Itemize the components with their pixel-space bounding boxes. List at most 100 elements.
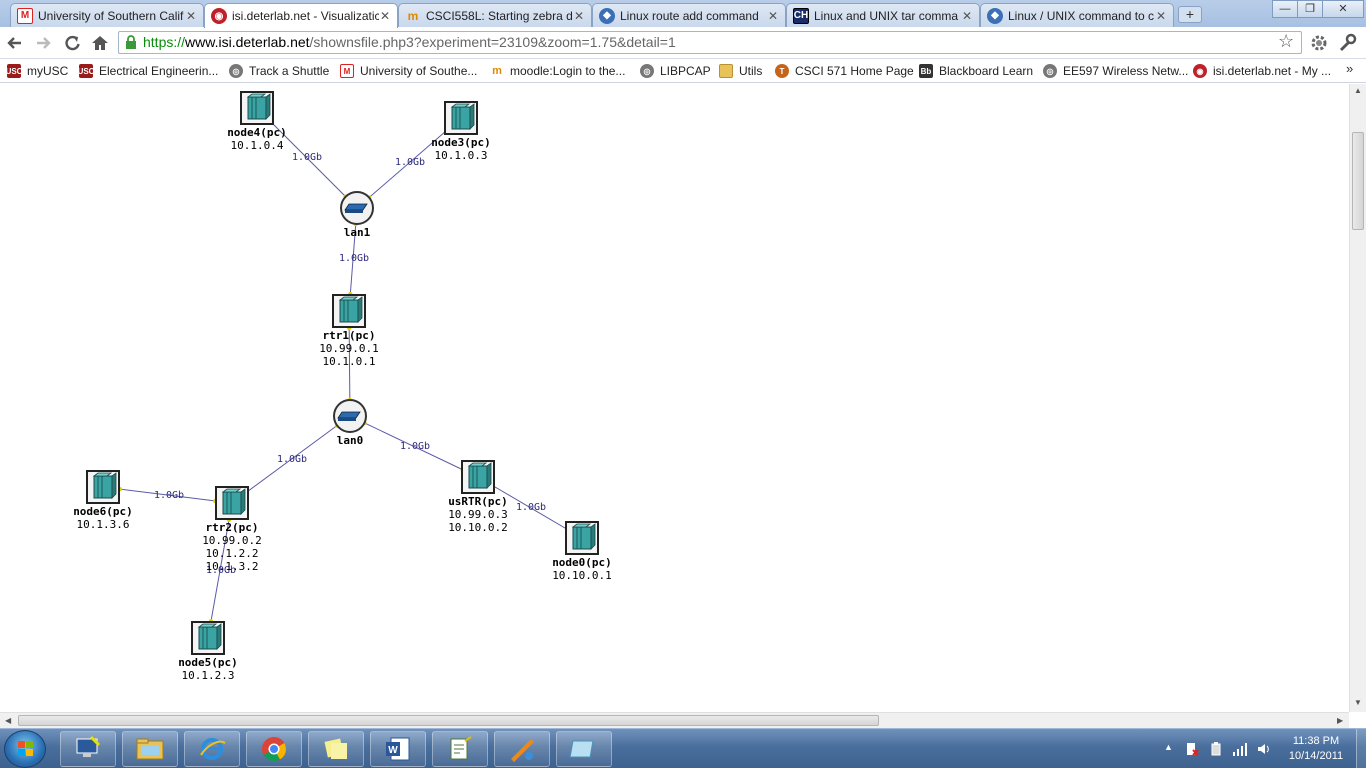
nixcraft-icon: ◆ bbox=[599, 7, 615, 24]
close-window-button[interactable]: ✕ bbox=[1322, 0, 1364, 18]
tab-title: CSCI558L: Starting zebra da bbox=[426, 8, 573, 23]
show-hidden-icons-icon[interactable]: ▲ bbox=[1164, 742, 1173, 752]
globe-icon: ◎ bbox=[1043, 64, 1057, 78]
tab-usc-mail[interactable]: M University of Southern Calif ✕ bbox=[10, 3, 204, 27]
url-path: /shownsfile.php3?experiment=23109&zoom=1… bbox=[309, 34, 676, 50]
scroll-left-icon[interactable]: ◀ bbox=[5, 716, 12, 725]
bookmark-track-shuttle[interactable]: ◎Track a Shuttle bbox=[229, 62, 329, 80]
action-center-icon[interactable] bbox=[1184, 741, 1200, 757]
taskbar-internet-explorer[interactable] bbox=[184, 731, 240, 767]
topology-node-lan0[interactable]: lan0 bbox=[333, 399, 367, 447]
taskbar-file-explorer[interactable] bbox=[122, 731, 178, 767]
lock-icon bbox=[126, 35, 136, 49]
show-desktop-button[interactable] bbox=[1356, 729, 1366, 768]
new-tab-button[interactable]: + bbox=[1178, 6, 1202, 23]
bookmark-label: CSCI 571 Home Page bbox=[795, 64, 914, 78]
link-lan0-usRTR: 1.0Gb bbox=[349, 415, 479, 478]
bookmark-deterlab[interactable]: ◉isi.deterlab.net - My ... bbox=[1193, 62, 1331, 80]
address-bar[interactable]: https://www.isi.deterlab.net/shownsfile.… bbox=[118, 31, 1302, 54]
tab-linux-tar[interactable]: CH Linux and UNIX tar comma ✕ bbox=[786, 3, 980, 27]
topology-node-lan1[interactable]: lan1 bbox=[340, 191, 374, 239]
node-ip-label: 10.10.0.2 bbox=[448, 521, 508, 534]
tab-linux-route-add[interactable]: ◆ Linux route add command ✕ bbox=[592, 3, 786, 27]
taskbar-remote-desktop[interactable] bbox=[60, 731, 116, 767]
tab-csci558l[interactable]: m CSCI558L: Starting zebra da ✕ bbox=[398, 3, 592, 27]
scroll-up-icon[interactable]: ▲ bbox=[1354, 86, 1362, 95]
close-icon[interactable]: ✕ bbox=[1155, 8, 1167, 23]
bookmark-star-icon[interactable]: ☆ bbox=[1278, 31, 1295, 51]
close-icon[interactable]: ✕ bbox=[961, 8, 973, 23]
link-bandwidth-label: 1.0Gb bbox=[395, 157, 425, 168]
reload-button[interactable] bbox=[61, 32, 83, 54]
globe-icon: ◎ bbox=[640, 64, 654, 78]
scroll-right-icon[interactable]: ▶ bbox=[1337, 716, 1344, 725]
start-button[interactable] bbox=[4, 730, 46, 768]
tab-title: University of Southern Calif bbox=[38, 8, 184, 23]
close-icon[interactable]: ✕ bbox=[767, 8, 779, 23]
close-icon[interactable]: ✕ bbox=[573, 8, 585, 23]
scroll-down-icon[interactable]: ▼ bbox=[1354, 698, 1362, 707]
clock[interactable]: 11:38 PM 10/14/2011 bbox=[1280, 734, 1352, 764]
minimize-button[interactable]: — bbox=[1272, 0, 1298, 18]
word-icon: W bbox=[386, 737, 410, 761]
bookmarks-overflow-button[interactable]: » bbox=[1346, 61, 1354, 76]
taskbar-word[interactable]: W bbox=[370, 731, 426, 767]
deterlab-icon: ◉ bbox=[1193, 64, 1207, 78]
node-name-label: rtr1(pc) bbox=[323, 329, 376, 342]
topology-node-node4[interactable]: node4(pc)10.1.0.4 bbox=[227, 91, 287, 152]
bookmark-ee597[interactable]: ◎EE597 Wireless Netw... bbox=[1043, 62, 1188, 80]
topology-node-usRTR[interactable]: usRTR(pc)10.99.0.310.10.0.2 bbox=[448, 460, 508, 534]
internet-explorer-icon bbox=[200, 738, 226, 760]
taskbar-chrome[interactable] bbox=[246, 731, 302, 767]
home-button[interactable] bbox=[89, 32, 111, 54]
taskbar-notepad[interactable] bbox=[432, 731, 488, 767]
forward-button[interactable] bbox=[32, 32, 54, 54]
topology-node-rtr2[interactable]: rtr2(pc)10.99.0.210.1.2.210.1.3.2 bbox=[202, 486, 262, 573]
moodle-icon: m bbox=[492, 65, 502, 77]
file-explorer-icon bbox=[136, 738, 164, 760]
volume-icon[interactable] bbox=[1256, 741, 1272, 757]
close-icon[interactable]: ✕ bbox=[379, 9, 391, 23]
taskbar-snipping-tool[interactable] bbox=[556, 731, 612, 767]
lan-switch-icon bbox=[340, 191, 374, 225]
maximize-button[interactable]: ❐ bbox=[1297, 0, 1323, 18]
bookmark-folder-utils[interactable]: Utils bbox=[719, 62, 762, 80]
topology-node-rtr1[interactable]: rtr1(pc)10.99.0.110.1.0.1 bbox=[319, 294, 379, 368]
vertical-scroll-thumb[interactable] bbox=[1352, 132, 1364, 230]
back-button[interactable] bbox=[4, 32, 26, 54]
server-icon bbox=[191, 621, 225, 655]
topology-node-node6[interactable]: node6(pc)10.1.3.6 bbox=[73, 470, 133, 531]
topology-node-node0[interactable]: node0(pc)10.10.0.1 bbox=[552, 521, 612, 582]
server-icon bbox=[444, 101, 478, 135]
extension-gear-icon[interactable] bbox=[1309, 33, 1329, 53]
taskbar-paint[interactable] bbox=[494, 731, 550, 767]
network-signal-icon[interactable] bbox=[1232, 741, 1248, 757]
taskbar-sticky-notes[interactable] bbox=[308, 731, 364, 767]
bookmark-libpcap[interactable]: ◎LIBPCAP bbox=[640, 62, 711, 80]
link-lan0-rtr2: 1.0Gb bbox=[231, 415, 351, 504]
link-bandwidth-label: 1.0Gb bbox=[277, 454, 307, 465]
safely-remove-hardware-icon[interactable] bbox=[1208, 741, 1224, 757]
tab-linux-unix-command[interactable]: ◆ Linux / UNIX command to c ✕ bbox=[980, 3, 1174, 27]
topology-node-node5[interactable]: node5(pc)10.1.2.3 bbox=[178, 621, 238, 682]
horizontal-scroll-thumb[interactable] bbox=[18, 715, 879, 726]
node-ip-label: 10.1.0.4 bbox=[231, 139, 284, 152]
tab-deterlab-visualization[interactable]: ◉ isi.deterlab.net - Visualizatic ✕ bbox=[204, 3, 398, 28]
close-icon[interactable]: ✕ bbox=[185, 8, 197, 23]
horizontal-scrollbar[interactable]: ◀ ▶ bbox=[0, 712, 1349, 728]
node-ip-label: 10.1.2.3 bbox=[182, 669, 235, 682]
node-name-label: node6(pc) bbox=[73, 505, 133, 518]
vertical-scrollbar[interactable]: ▲ ▼ bbox=[1349, 84, 1366, 712]
nixcraft-icon: ◆ bbox=[987, 7, 1003, 24]
wrench-menu-icon[interactable] bbox=[1337, 33, 1359, 53]
server-icon bbox=[240, 91, 274, 125]
tab-title: isi.deterlab.net - Visualizatic bbox=[232, 9, 379, 23]
bookmark-label: Track a Shuttle bbox=[249, 64, 330, 78]
topology-node-node3[interactable]: node3(pc)10.1.0.3 bbox=[431, 101, 491, 162]
